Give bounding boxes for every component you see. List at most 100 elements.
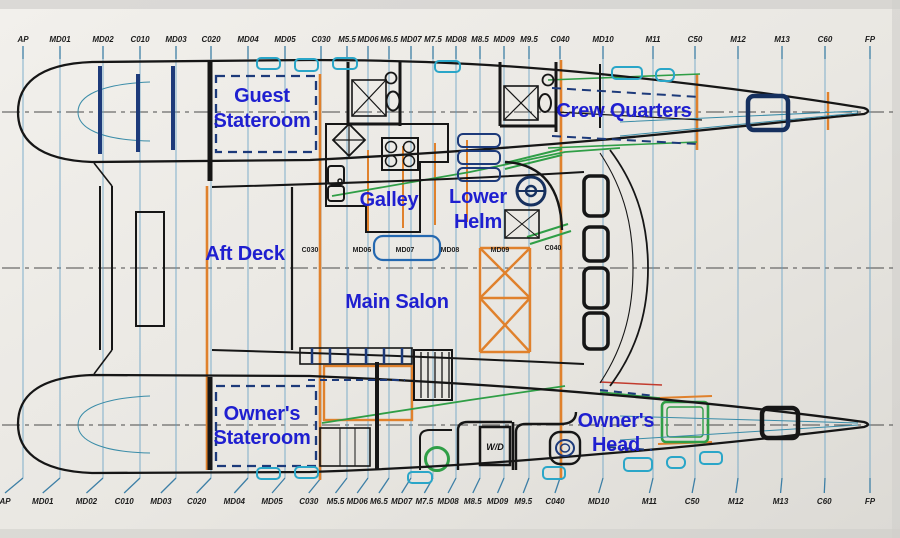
interior-station-label-MD06: MD06 <box>353 247 372 254</box>
station-label-top-M5.5: M5.5 <box>338 35 356 44</box>
station-label-bottom-MD07: MD07 <box>391 497 413 506</box>
station-label-top-M9.5: M9.5 <box>520 35 538 44</box>
room-label-aft-deck: Aft Deck <box>205 243 286 265</box>
station-label-top-C60: C60 <box>818 35 833 44</box>
lower-helm-station <box>457 133 564 239</box>
station-label-top-MD05: MD05 <box>274 35 296 44</box>
washer-circle <box>424 446 450 472</box>
station-tick-bottom <box>691 477 696 494</box>
station-tick-bottom <box>401 477 412 494</box>
aft-bench <box>135 211 165 327</box>
windshield-panels <box>582 174 610 351</box>
galley-sink <box>327 165 345 185</box>
station-label-bottom-M9.5: M9.5 <box>514 497 532 506</box>
station-label-top-MD06: MD06 <box>357 35 379 44</box>
windows-ports <box>256 57 723 484</box>
photo-edge-top <box>0 0 900 9</box>
station-label-bottom-M13: M13 <box>773 497 789 506</box>
room-label-crew-quarters: Crew Quarters <box>556 100 691 122</box>
interior-station-label-MD09: MD09 <box>491 247 510 254</box>
interior-station-label-MD08: MD08 <box>441 247 460 254</box>
salon-furniture <box>299 234 453 401</box>
interior-station-label-MD07: MD07 <box>396 247 415 254</box>
station-label-top-AP: AP <box>16 35 29 44</box>
station-label-top-C010: C010 <box>130 35 150 44</box>
station-tick-bottom <box>271 477 286 494</box>
station-label-top-M8.5: M8.5 <box>471 35 489 44</box>
toilet <box>538 93 552 113</box>
side-deck-top <box>211 171 585 188</box>
orange-construction-lines <box>205 60 830 480</box>
photo-edge-bottom <box>0 529 900 538</box>
station-tick-bottom <box>779 477 783 494</box>
room-label-guest-stateroom: Stateroom <box>213 110 310 132</box>
mast-x-bracing <box>478 246 532 354</box>
room-label-owners-head: Owner's <box>578 410 655 432</box>
station-label-top-MD02: MD02 <box>92 35 114 44</box>
bridge-deck-structure <box>93 62 649 470</box>
washer-dryer-box <box>478 425 512 467</box>
station-label-top-M11: M11 <box>646 35 662 44</box>
station-label-top-MD03: MD03 <box>165 35 187 44</box>
station-tick-bottom <box>123 477 141 494</box>
salon-table <box>372 234 442 262</box>
station-label-top-FP: FP <box>865 35 876 44</box>
station-label-bottom-C030: C030 <box>299 497 319 506</box>
crew-berth-edge <box>555 111 703 121</box>
helm-seat <box>504 209 540 239</box>
station-tick-bottom <box>735 477 739 494</box>
owner-bed <box>214 384 318 468</box>
station-label-bottom-MD04: MD04 <box>224 497 246 506</box>
station-label-bottom-MD09: MD09 <box>487 497 509 506</box>
station-label-bottom-MD06: MD06 <box>347 497 369 506</box>
red-accent-line <box>599 381 663 386</box>
station-tick-bottom <box>356 477 369 494</box>
room-label-owners-stateroom: Stateroom <box>213 427 310 449</box>
station-tick-bottom <box>4 477 24 494</box>
stove <box>381 137 419 171</box>
foredeck-edge-outer <box>609 149 649 387</box>
station-label-bottom-MD03: MD03 <box>150 497 172 506</box>
station-label-bottom-FP: FP <box>865 497 876 506</box>
nav-settee <box>457 133 501 148</box>
station-label-bottom-MD01: MD01 <box>32 497 54 506</box>
toilet <box>385 90 401 112</box>
station-label-bottom-MD08: MD08 <box>437 497 459 506</box>
station-label-top-C020: C020 <box>201 35 221 44</box>
station-label-bottom-M8.5: M8.5 <box>464 497 482 506</box>
side-deck-bottom <box>211 349 585 365</box>
station-tick-bottom <box>522 477 530 494</box>
inner-hull-lines <box>77 81 859 454</box>
station-label-bottom-M7.5: M7.5 <box>415 497 433 506</box>
station-tick-bottom <box>42 477 61 494</box>
guest-bed <box>214 74 318 154</box>
top-bow-hatch <box>745 93 791 133</box>
wd-room-wall <box>456 420 512 470</box>
owners-head-wall <box>514 411 578 470</box>
station-tick-bottom <box>598 477 604 494</box>
station-label-bottom-MD10: MD10 <box>588 497 610 506</box>
station-label-top-M13: M13 <box>774 35 790 44</box>
photo-edge-right <box>892 0 900 538</box>
sink <box>541 73 555 87</box>
helm-console <box>504 160 564 231</box>
room-label-main-salon: Main Salon <box>345 291 449 313</box>
station-tick-bottom <box>160 477 177 494</box>
station-tick-bottom <box>823 477 826 494</box>
station-tick-bottom <box>378 477 390 494</box>
station-label-bottom-M12: M12 <box>728 497 744 506</box>
station-label-top-MD01: MD01 <box>49 35 71 44</box>
galley-counters <box>325 122 449 233</box>
interior-station-label-C030: C030 <box>302 247 319 254</box>
bottom-hull-rooms <box>319 411 582 470</box>
salon-settee <box>299 347 413 365</box>
room-label-lower-helm: Helm <box>454 211 502 233</box>
station-label-bottom-C010: C010 <box>115 497 135 506</box>
station-tick-bottom <box>472 477 481 494</box>
station-label-bottom-C040: C040 <box>545 497 565 506</box>
station-label-top-M6.5: M6.5 <box>380 35 398 44</box>
